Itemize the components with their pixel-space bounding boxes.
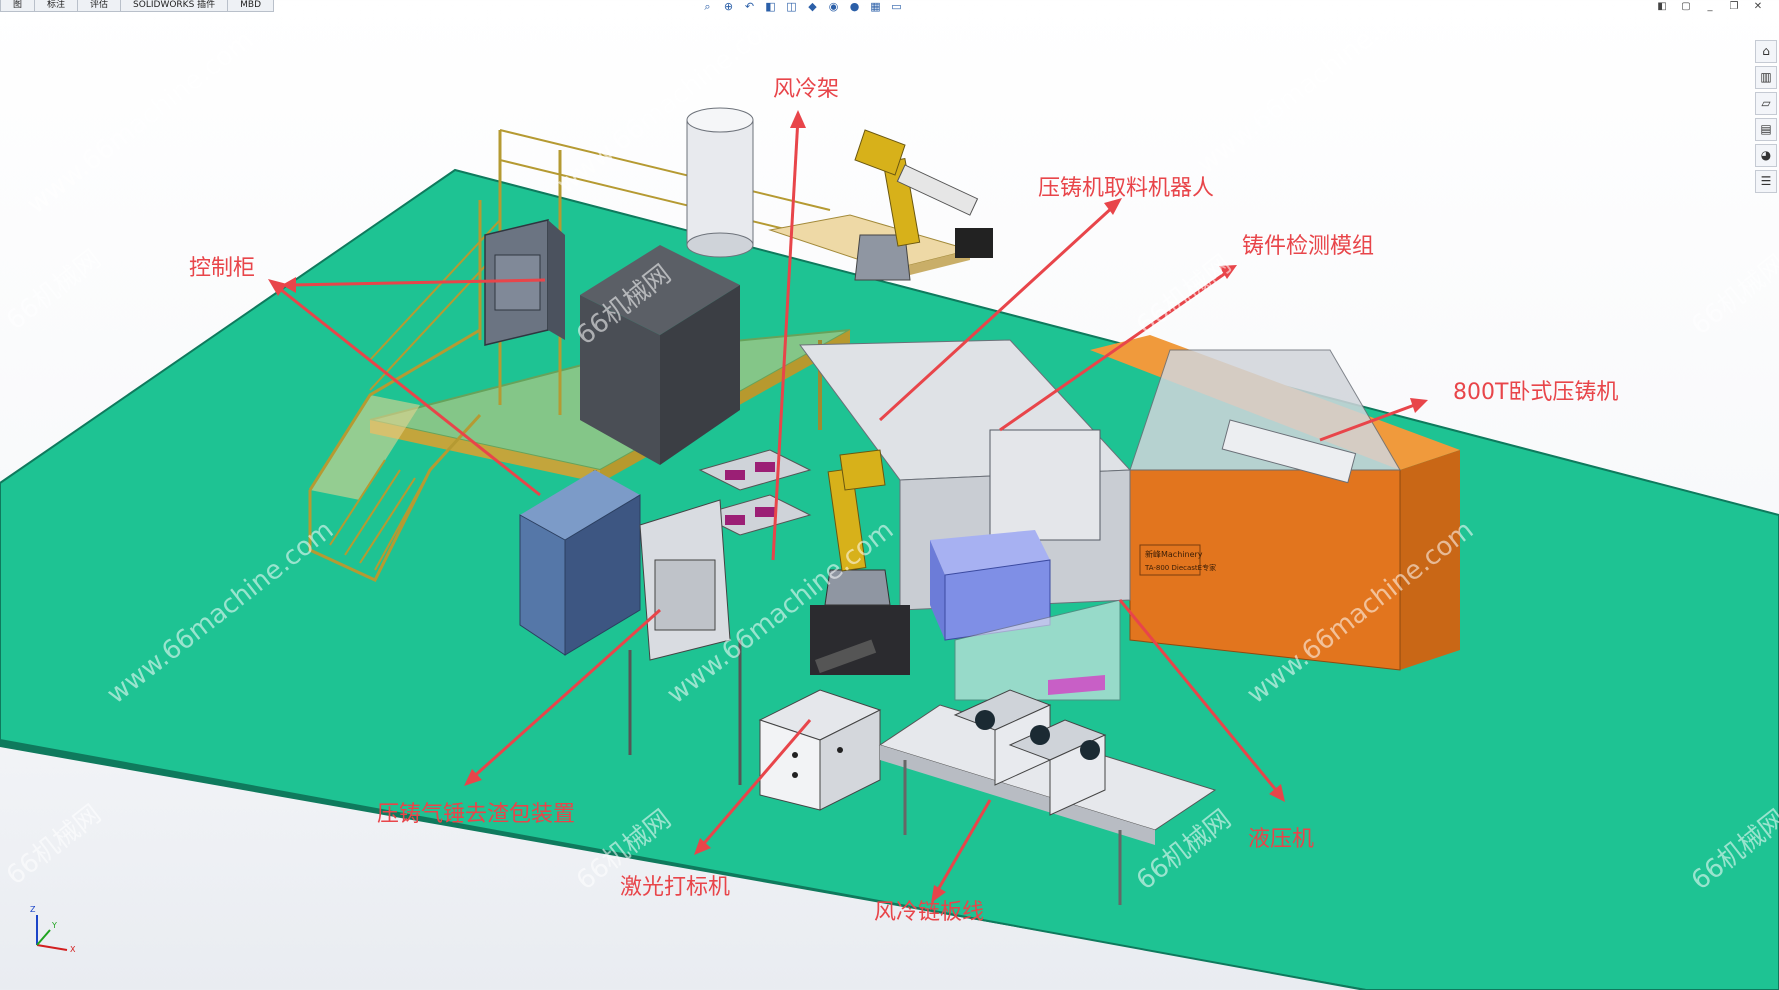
tab-markup[interactable]: 标注 [34, 0, 79, 12]
previous-view-icon[interactable]: ↶ [744, 0, 755, 13]
staircase [308, 328, 482, 582]
label-air-cooling-rack: 风冷架 [773, 77, 840, 102]
design-library-icon[interactable]: ▥ [1755, 66, 1777, 89]
zoom-area-icon[interactable]: ⊕ [723, 0, 734, 13]
maximize-icon[interactable]: ❐ [1729, 1, 1739, 12]
label-hydraulic-press: 液压机 [1248, 827, 1315, 852]
hydraulic-press[interactable] [930, 530, 1121, 701]
melting-furnace[interactable] [580, 245, 740, 465]
task-pane: ⌂ ▥ ▱ ▤ ◕ ☰ [1753, 40, 1779, 193]
chain-conveyor[interactable] [878, 689, 1217, 905]
triad-y-label: Y [52, 921, 57, 930]
tab-solidworks-addins[interactable]: SOLIDWORKS 插件 [120, 0, 229, 12]
minimize-icon[interactable]: _ [1707, 1, 1713, 12]
label-laser-marking-machine: 激光打标机 [620, 875, 731, 900]
file-explorer-icon[interactable]: ▱ [1755, 92, 1777, 115]
view-orientation-icon[interactable]: ◫ [786, 0, 797, 13]
tab-mbd[interactable]: MBD [227, 0, 275, 12]
custom-properties-icon[interactable]: ☰ [1755, 170, 1777, 193]
casting-pick-robot[interactable] [854, 129, 993, 281]
laser-marking-machine[interactable] [758, 639, 882, 811]
floor-plate [0, 168, 1779, 990]
workpiece-trays [698, 449, 812, 536]
machine-nameplate-line2: TA-800 DiecastE专家 [1144, 563, 1216, 572]
view-settings-icon[interactable]: ▭ [891, 0, 902, 13]
triad-x-label: X [70, 945, 76, 954]
tab-evaluate[interactable]: 评估 [77, 0, 122, 12]
tile-icon[interactable]: ▢ [1681, 1, 1691, 12]
tab-sketch[interactable]: 图 [0, 0, 36, 12]
window-controls: ◧ ▢ _ ❐ ✕ [1655, 0, 1765, 14]
view-palette-icon[interactable]: ▤ [1755, 118, 1777, 141]
apply-scene-icon[interactable]: ▦ [870, 0, 881, 13]
heads-up-view-toolbar: ⌕ ⊕ ↶ ◧ ◫ ◆ ◉ ● ▦ ▭ [700, 0, 904, 14]
home-icon[interactable]: ⌂ [1755, 40, 1777, 63]
triad-z-label: Z [30, 905, 36, 914]
label-die-casting-machine: 800T卧式压铸机 [1453, 380, 1619, 405]
display-style-icon[interactable]: ◆ [808, 0, 817, 13]
electrical-cabinet [519, 470, 641, 656]
silo-tank [686, 107, 754, 258]
label-casting-pick-robot: 压铸机取料机器人 [1038, 176, 1215, 201]
control-cabinet[interactable] [484, 219, 565, 346]
callout-arrows [268, 110, 1428, 903]
label-control-cabinet: 控制柜 [189, 256, 256, 281]
zoom-to-fit-icon[interactable]: ⌕ [704, 0, 711, 13]
appearances-icon[interactable]: ◕ [1755, 144, 1777, 167]
hide-show-icon[interactable]: ◉ [828, 0, 839, 13]
label-chain-conveyor: 风冷链板线 [874, 900, 985, 925]
label-slag-removal-device: 压铸气锤去渣包装置 [377, 802, 576, 827]
die-casting-machine-800t[interactable]: 新峰Machinery TA-800 DiecastE专家 [1090, 335, 1460, 671]
section-view-icon[interactable]: ◧ [765, 0, 776, 13]
edit-appearance-icon[interactable]: ● [849, 0, 860, 13]
label-casting-inspection-module: 铸件检测模组 [1242, 234, 1375, 259]
command-manager-tabs: 图 标注 评估 SOLIDWORKS 插件 MBD [0, 0, 275, 12]
lower-robot[interactable] [810, 449, 910, 675]
slag-removal-device[interactable] [628, 499, 742, 785]
reference-triad: Z Y X [22, 905, 82, 955]
close-icon[interactable]: ✕ [1753, 1, 1763, 12]
restore-icon[interactable]: ◧ [1657, 1, 1667, 12]
machine-nameplate-line1: 新峰Machinery [1145, 549, 1203, 559]
